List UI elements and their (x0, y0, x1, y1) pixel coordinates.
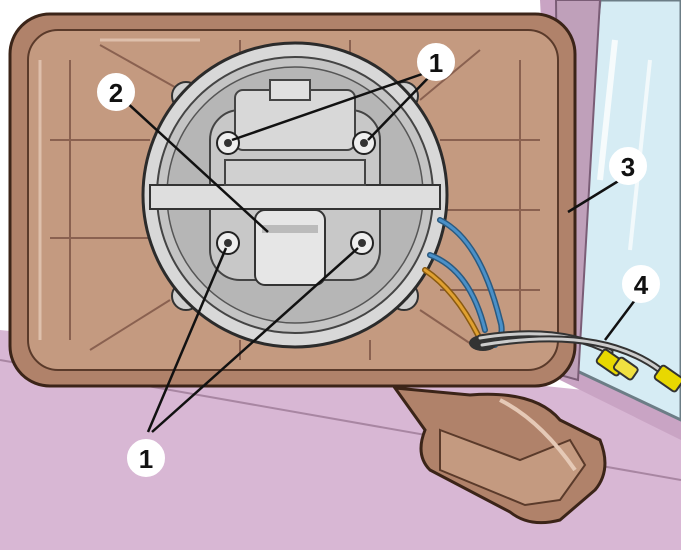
label-mount-screws-bottom: 1 (139, 444, 153, 474)
callout-1-top: 1 (417, 43, 455, 81)
drive-mount (141, 41, 449, 349)
label-mount-screws-top: 1 (429, 48, 443, 78)
callout-1-bottom: 1 (127, 439, 165, 477)
leader-lines (123, 70, 636, 433)
callout-4: 4 (622, 265, 660, 303)
mirror-stalk (391, 386, 607, 525)
label-mirror-housing: 3 (621, 152, 635, 182)
wire-connectors (595, 348, 681, 393)
label-drive-unit: 2 (109, 78, 123, 108)
callout-2: 2 (97, 73, 135, 111)
callout-3: 3 (609, 147, 647, 185)
drive-motor (224, 159, 366, 286)
label-wires: 4 (634, 270, 649, 300)
mounting-screws (216, 131, 376, 255)
wire-harness (422, 217, 664, 374)
